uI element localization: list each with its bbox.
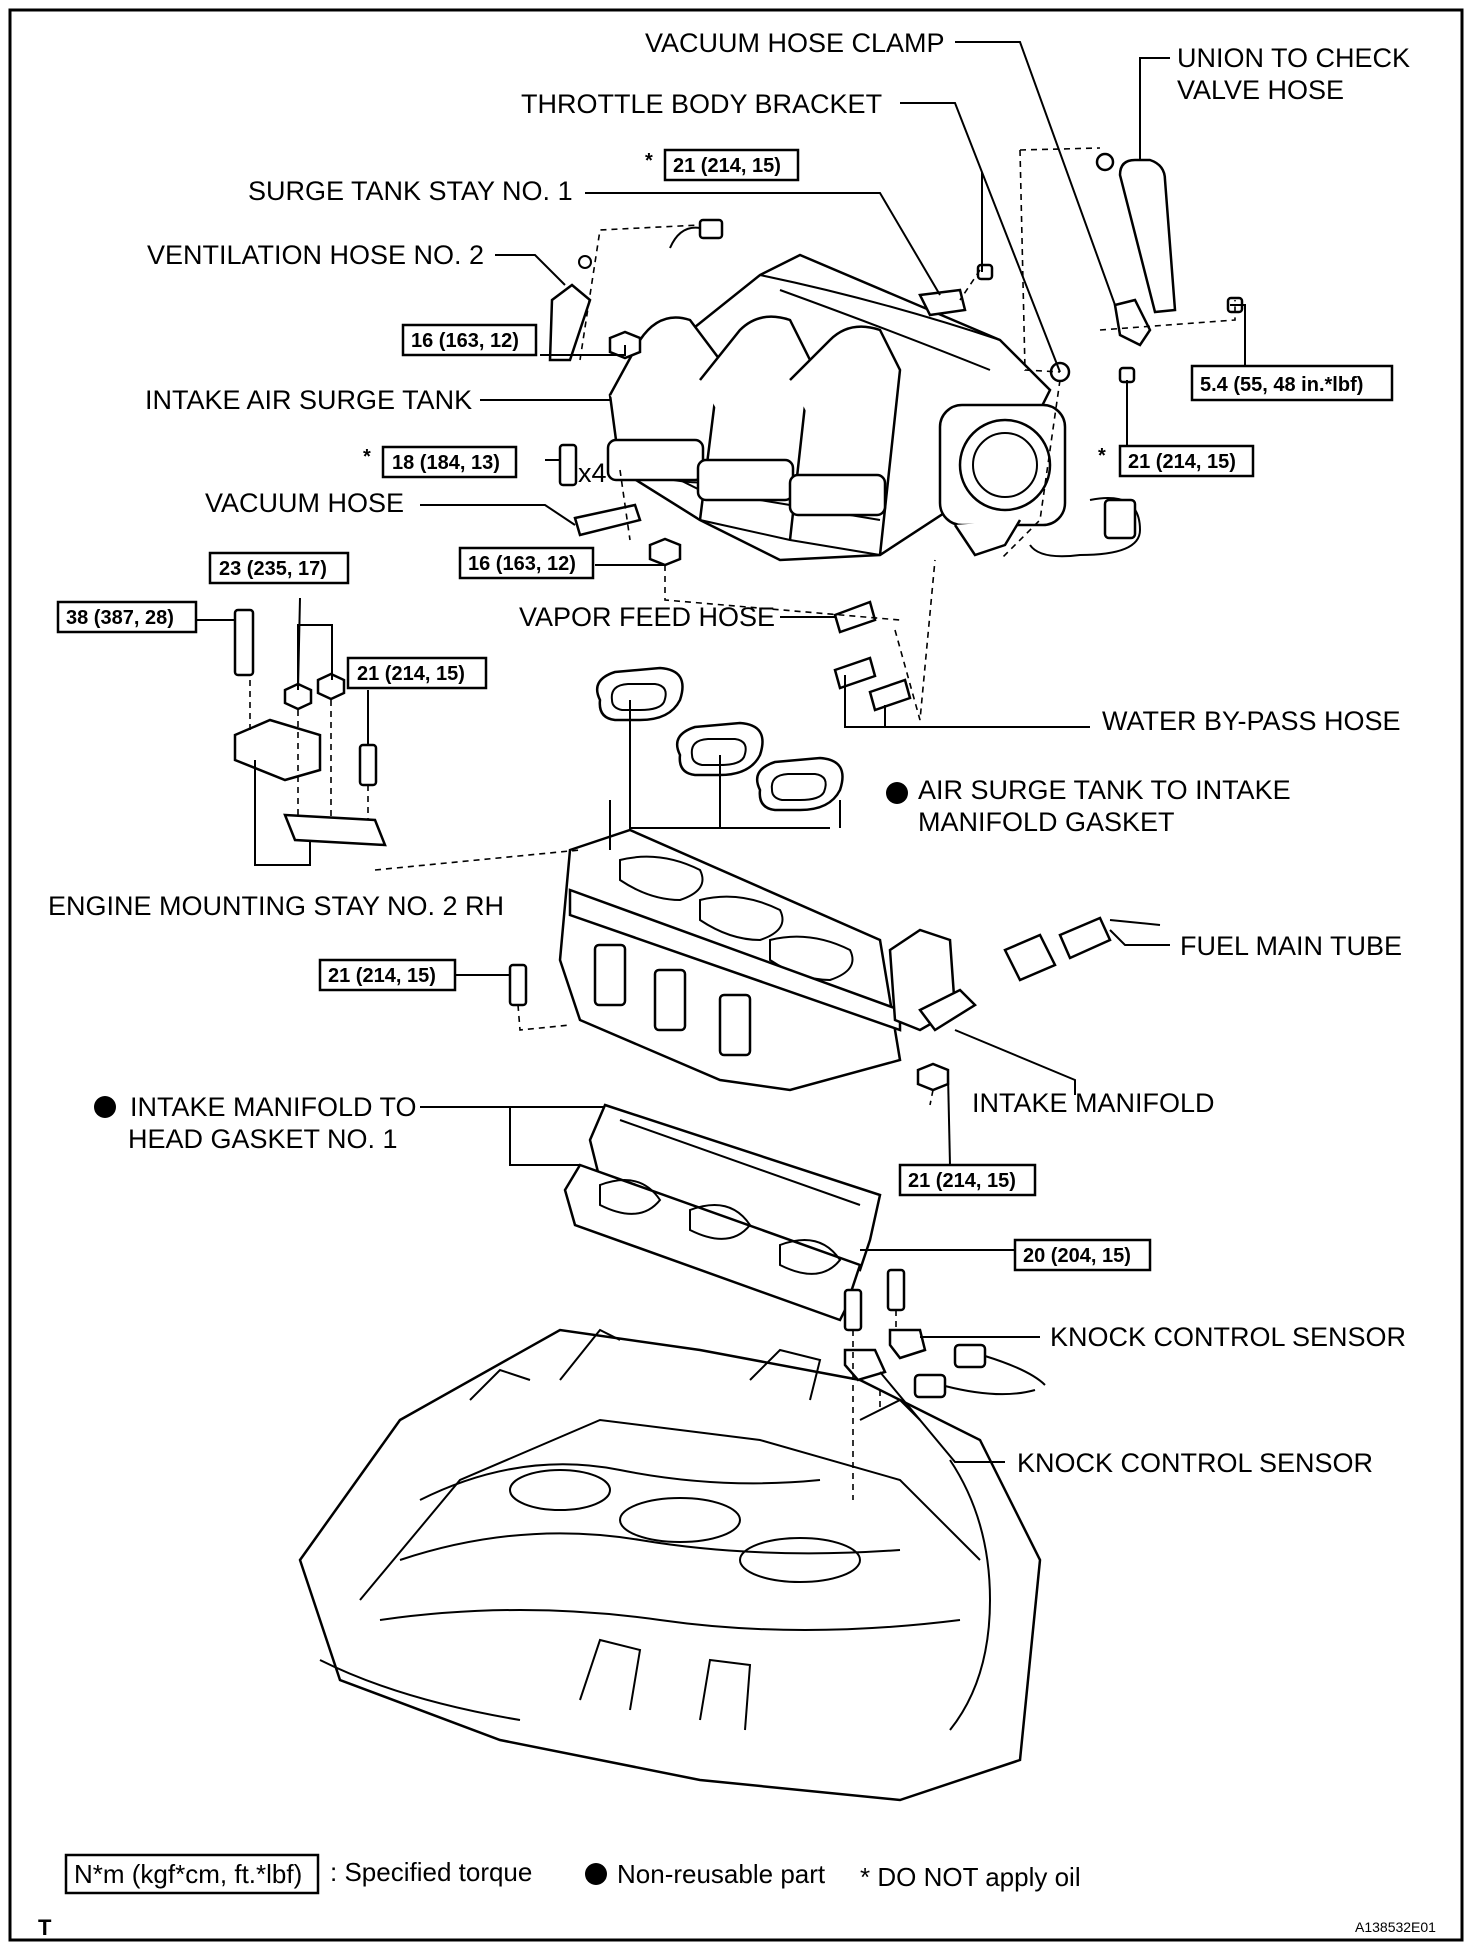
asterisk-no-oil-top: * (645, 150, 653, 172)
label-intake-manifold-gasket-2: HEAD GASKET NO. 1 (128, 1124, 398, 1154)
torque-23: 23 (235, 17) (219, 558, 327, 580)
frame-border (8, 8, 1464, 1942)
torque-21-top: 21 (214, 15) (673, 155, 781, 177)
label-intake-manifold: INTAKE MANIFOLD (972, 1088, 1215, 1118)
torque-20: 20 (204, 15) (1023, 1245, 1131, 1267)
legend-torque-box (64, 1853, 320, 1895)
asterisk-no-oil-throttle: * (1098, 445, 1106, 467)
intake-air-surge-tank-drawing (606, 218, 1142, 562)
legend-nonreusable-dot (585, 1863, 607, 1885)
legend-torque-desc: : Specified torque (330, 1857, 532, 1887)
label-vacuum-hose: VACUUM HOSE (205, 488, 404, 518)
corner-letter: T (38, 1915, 52, 1940)
label-knock-sensor-1: KNOCK CONTROL SENSOR (1050, 1322, 1406, 1352)
throttle-body-drawing (938, 403, 1142, 558)
torque-38: 38 (387, 28) (66, 607, 174, 629)
figure-id: A138532E01 (1355, 1919, 1436, 1935)
bolt-quantity-x4: x4 (578, 458, 607, 488)
engine-block-drawing (298, 1328, 1042, 1802)
torque-boxes (56, 148, 1394, 1272)
label-air-surge-gasket-2: MANIFOLD GASKET (918, 807, 1175, 837)
label-throttle-body-bracket: THROTTLE BODY BRACKET (521, 89, 882, 119)
label-ventilation-hose-no2: VENTILATION HOSE NO. 2 (147, 240, 484, 270)
assembly-dashed-lines (249, 147, 1236, 1500)
torque-18: 18 (184, 13) (392, 452, 500, 474)
label-knock-sensor-2: KNOCK CONTROL SENSOR (1017, 1448, 1373, 1478)
torque-16-a: 16 (163, 12) (411, 330, 519, 352)
torque-21-manifold: 21 (214, 15) (908, 1170, 1016, 1192)
nonreusable-dot-air-surge-gasket (886, 782, 908, 804)
label-union-check-valve-hose-1: UNION TO CHECK (1177, 43, 1410, 73)
legend-nonreusable: Non-reusable part (617, 1859, 826, 1889)
label-union-check-valve-hose-2: VALVE HOSE (1177, 75, 1344, 105)
asterisk-no-oil-18: * (363, 446, 371, 468)
label-surge-tank-stay-no1: SURGE TANK STAY NO. 1 (248, 176, 573, 206)
label-water-bypass-hose: WATER BY-PASS HOSE (1102, 706, 1401, 736)
nonreusable-dot-head-gasket (94, 1096, 116, 1118)
label-vacuum-hose-clamp: VACUUM HOSE CLAMP (645, 28, 945, 58)
label-fuel-main-tube: FUEL MAIN TUBE (1180, 931, 1402, 961)
air-surge-gaskets-drawing (595, 666, 844, 812)
legend-no-oil: * DO NOT apply oil (860, 1862, 1081, 1892)
torque-16-b: 16 (163, 12) (468, 553, 576, 575)
intake-manifold-drawing (558, 800, 977, 1092)
small-parts-drawing (233, 152, 1244, 1399)
torque-21-left: 21 (214, 15) (328, 965, 436, 987)
torque-21-stay: 21 (214, 15) (357, 663, 465, 685)
torque-5-4: 5.4 (55, 48 in.*lbf) (1200, 374, 1363, 396)
torque-21-throttle: 21 (214, 15) (1128, 451, 1236, 473)
label-intake-air-surge-tank: INTAKE AIR SURGE TANK (145, 385, 472, 415)
label-vapor-feed-hose: VAPOR FEED HOSE (519, 602, 775, 632)
head-gasket-drawing (563, 1103, 882, 1322)
legend-torque-unit: N*m (kgf*cm, ft.*lbf) (74, 1859, 302, 1889)
label-air-surge-gasket-1: AIR SURGE TANK TO INTAKE (918, 775, 1291, 805)
label-intake-manifold-gasket-1: INTAKE MANIFOLD TO (130, 1092, 417, 1122)
label-engine-mounting-stay: ENGINE MOUNTING STAY NO. 2 RH (48, 891, 504, 921)
